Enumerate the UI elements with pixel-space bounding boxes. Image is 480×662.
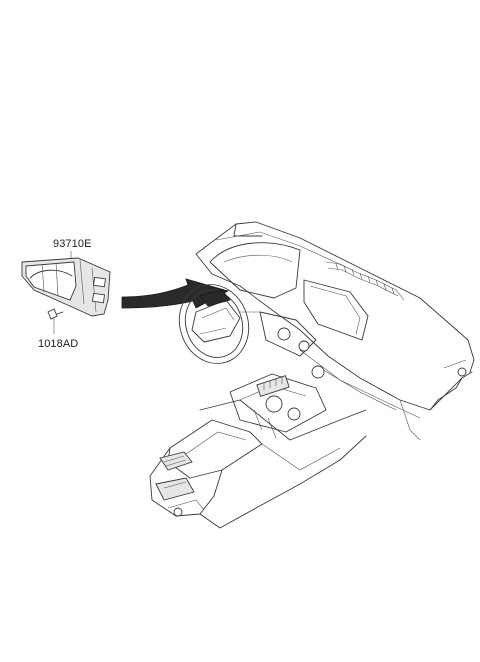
console-drawing: [149, 373, 367, 529]
screw-drawing: [47, 308, 64, 334]
part-label-1018ad[interactable]: 1018AD: [38, 338, 79, 350]
switch-assembly-drawing: [21, 257, 111, 317]
part-label-93710e[interactable]: 93710E: [53, 238, 92, 250]
steering-wheel-drawing: [178, 284, 260, 364]
dashboard-drawing: [195, 221, 475, 441]
